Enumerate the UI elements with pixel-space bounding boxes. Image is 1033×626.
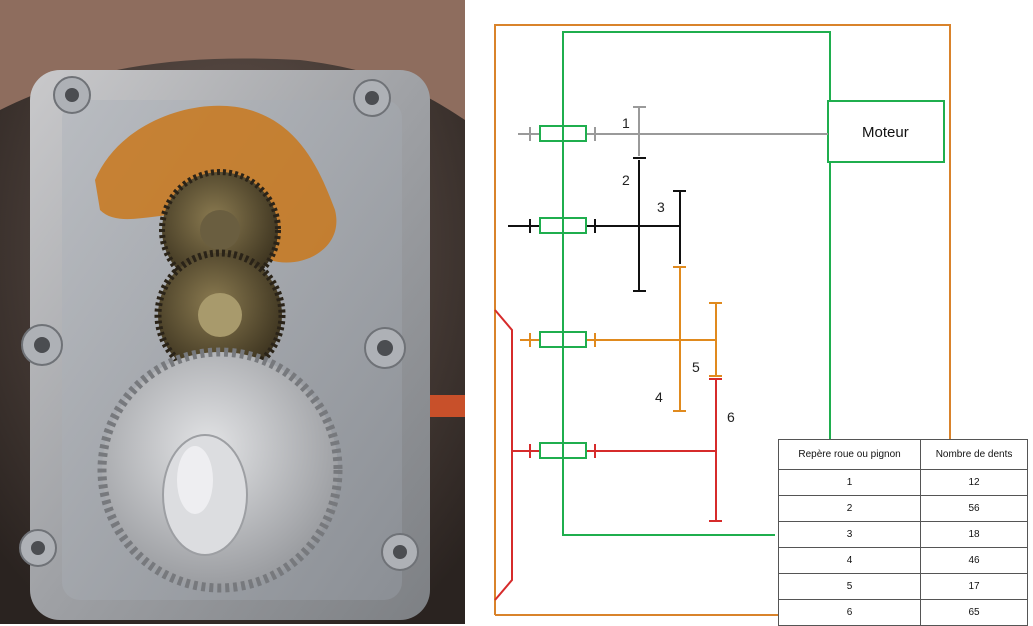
frame-outline [494, 24, 951, 615]
housing-link [562, 31, 831, 536]
teeth-count: 56 [920, 495, 1028, 522]
table-header-row: Repère roue ou pignon Nombre de dents [777, 439, 1028, 470]
teeth-count: 17 [920, 573, 1028, 600]
screw-bosses [19, 76, 419, 571]
gear-id: 6 [777, 599, 922, 626]
gearbox-photo [0, 0, 465, 624]
gear-id: 4 [777, 547, 922, 574]
gear-id: 2 [777, 495, 922, 522]
shaft-2 [508, 160, 686, 292]
gear-label-2: 2 [622, 172, 630, 188]
teeth-count: 46 [920, 547, 1028, 574]
header-teeth: Nombre de dents [920, 439, 1028, 470]
gear-label-3: 3 [657, 199, 665, 215]
motor-box [827, 100, 945, 163]
teeth-count: 65 [920, 599, 1028, 626]
gear-label-6: 6 [727, 409, 735, 425]
motor-label: Moteur [862, 124, 909, 141]
gear-id: 1 [777, 469, 922, 496]
hand [0, 0, 465, 120]
gear-label-4: 4 [655, 389, 663, 405]
gear-label-5: 5 [692, 359, 700, 375]
gear-id: 3 [777, 521, 922, 548]
gear-id: 5 [777, 573, 922, 600]
shaft-4 [494, 309, 722, 601]
teeth-count: 12 [920, 469, 1028, 496]
gear-label-1: 1 [622, 115, 630, 131]
gear-train-schematic: Moteur [494, 24, 951, 616]
teeth-count: 18 [920, 521, 1028, 548]
header-gear: Repère roue ou pignon [777, 439, 922, 470]
